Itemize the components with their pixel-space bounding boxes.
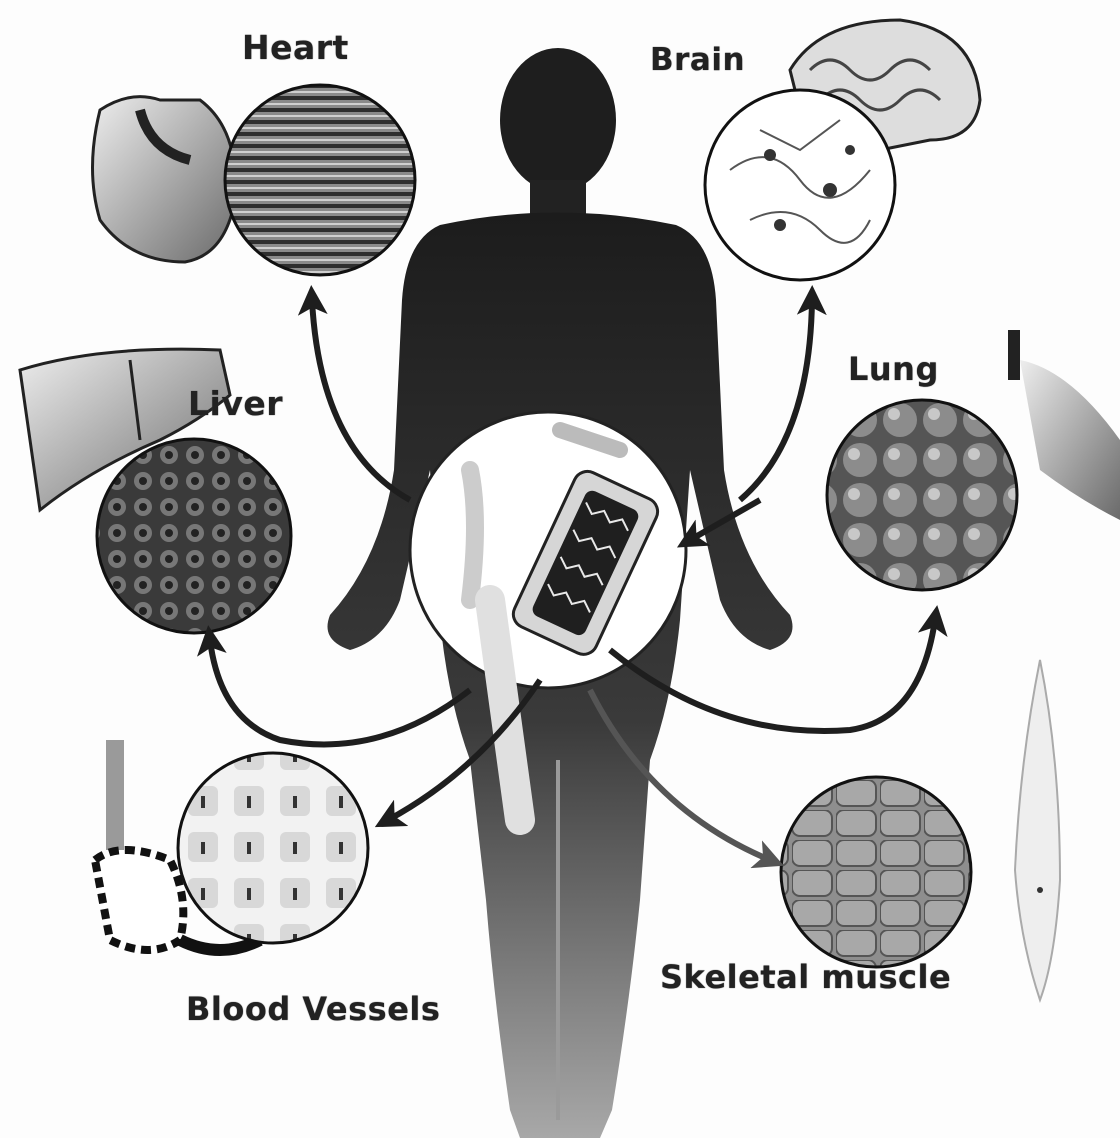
brain-label: Brain xyxy=(650,42,745,78)
blood-vessels-label: Blood Vessels xyxy=(186,990,440,1028)
heart-label: Heart xyxy=(242,28,349,67)
lung-tissue-circle xyxy=(827,400,1017,590)
lung-label: Lung xyxy=(848,350,939,388)
blood-vessel-tissue-circle xyxy=(178,753,368,943)
liver-label: Liver xyxy=(188,384,283,423)
heart-tissue-circle xyxy=(225,85,415,275)
skeletal-muscle-label: Skeletal muscle xyxy=(660,958,951,996)
liver-tissue-circle xyxy=(97,439,291,633)
arrow-to-brain xyxy=(740,300,812,500)
brain-tissue-circle xyxy=(705,90,895,280)
muscle-fiber-illustration xyxy=(1015,660,1060,1000)
arrow-to-liver xyxy=(210,640,470,744)
heart-illustration xyxy=(93,97,236,262)
skeletal-muscle-tissue-circle xyxy=(781,777,971,967)
lung-illustration xyxy=(1008,330,1120,520)
